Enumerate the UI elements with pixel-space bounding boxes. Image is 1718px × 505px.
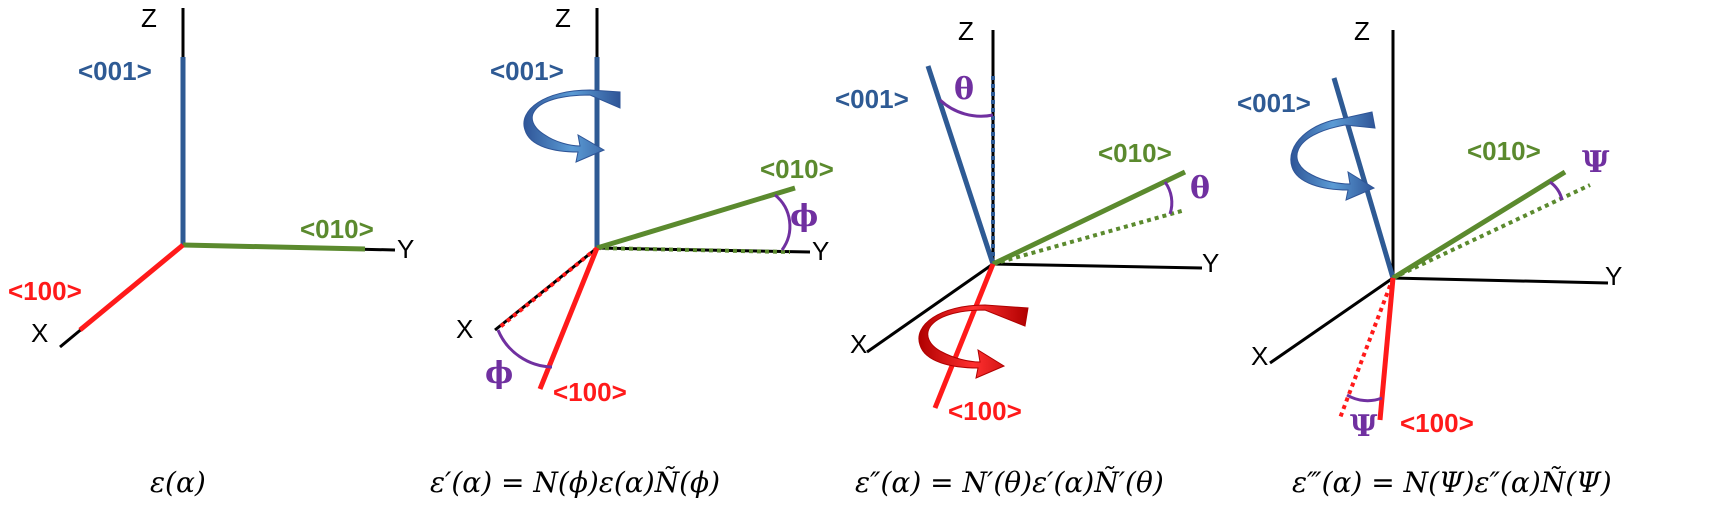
theta-angle-arc-right — [1163, 181, 1174, 215]
y-axis-label: Y — [812, 236, 829, 266]
rotation-arrow-red-icon — [918, 304, 1029, 379]
dir-001-line — [925, 65, 996, 265]
phi-angle-label-right: ϕ — [790, 199, 818, 234]
x-axis-label: X — [456, 314, 473, 344]
z-axis-label: Z — [555, 3, 571, 33]
formula-2: ε′(α) = N(ϕ)ε(α)Ñ(ϕ) — [430, 466, 720, 499]
dir-100-label: <100> — [1400, 408, 1474, 438]
panel-4: Z Y X <001> <010> <100> Ψ Ψ — [1237, 16, 1622, 444]
rotation-arrow-blue-icon — [523, 89, 621, 163]
dir-001-label: <001> — [78, 56, 152, 86]
x-axis-line — [1269, 276, 1394, 365]
rotation-arrow-blue-icon — [1290, 111, 1376, 201]
dir-010-label: <010> — [300, 214, 374, 244]
dir-100-label: <100> — [553, 377, 627, 407]
y-axis-dotted-line — [596, 246, 791, 254]
z-axis-label: Z — [1354, 16, 1370, 46]
panel-3: Z Y X <001> <010> <100> θ θ — [835, 16, 1219, 426]
dir-001-label: <001> — [1237, 88, 1311, 118]
dir-100-line — [78, 243, 185, 332]
psi-angle-arc-right — [1549, 180, 1564, 201]
dir-100-line — [1377, 277, 1396, 421]
y-axis-line — [992, 262, 1203, 270]
x-axis-line — [866, 262, 994, 354]
x-axis-label: X — [850, 329, 867, 359]
y-axis-label: Y — [1202, 248, 1219, 278]
phi-angle-label-left: ϕ — [485, 356, 513, 391]
panel-2: Z Y X <001> <010> <100> ϕ ϕ — [456, 3, 834, 407]
dir-010-line — [182, 242, 366, 252]
dir-100-label: <100> — [8, 276, 82, 306]
dir-001-line — [1331, 77, 1396, 279]
x-axis-label: X — [31, 318, 48, 348]
dir-010-label: <010> — [760, 154, 834, 184]
theta-angle-label-top: θ — [954, 72, 974, 107]
phi-angle-arc-right — [774, 193, 792, 251]
formula-3: ε″(α) = N′(θ)ε′(α)Ñ′(θ) — [855, 466, 1164, 499]
y-axis-label: Y — [1605, 261, 1622, 291]
psi-angle-label-right: Ψ — [1582, 145, 1610, 180]
dir-010-line — [991, 169, 1187, 267]
psi-angle-arc-bottom — [1346, 393, 1383, 403]
dir-100-label: <100> — [948, 396, 1022, 426]
x-axis-label: X — [1251, 341, 1268, 371]
y-axis-dotted-line — [992, 208, 1186, 266]
dir-010-label: <010> — [1098, 138, 1172, 168]
dir-010-line — [1391, 169, 1567, 281]
theta-angle-label-right: θ — [1190, 171, 1210, 206]
dir-100-line-dotted — [1338, 277, 1395, 419]
dir-010-label: <010> — [1467, 136, 1541, 166]
formula-1: ε(α) — [150, 466, 206, 499]
z-axis-label: Z — [958, 16, 974, 46]
dir-001-label: <001> — [490, 56, 564, 86]
dir-001-label: <001> — [835, 84, 909, 114]
dir-100-line — [932, 263, 996, 409]
x-axis-dotted-line — [498, 246, 599, 329]
psi-angle-label-bottom: Ψ — [1350, 409, 1378, 444]
z-axis-label: Z — [141, 3, 157, 33]
panel-1: Z Y X <001> <010> <100> — [8, 3, 414, 349]
formula-4: ε‴(α) = N(Ψ)ε″(α)Ñ(Ψ) — [1292, 466, 1612, 499]
dir-010-line — [596, 185, 796, 251]
theta-angle-arc-top — [938, 98, 994, 118]
y-axis-line — [1392, 276, 1609, 285]
y-axis-label: Y — [397, 234, 414, 264]
phi-angle-arc-left — [496, 329, 553, 369]
